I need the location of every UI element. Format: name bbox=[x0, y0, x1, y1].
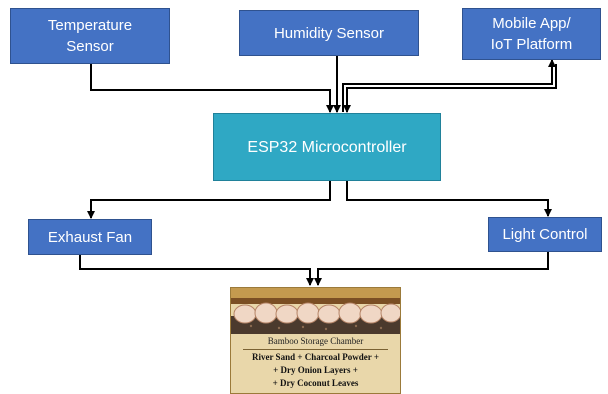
temperature-sensor-box: Temperature Sensor bbox=[10, 8, 170, 64]
bamboo-storage-chamber-image: Bamboo Storage Chamber River Sand + Char… bbox=[230, 287, 401, 394]
storage-layer-line-2: + Dry Onion Layers + bbox=[273, 365, 358, 375]
storage-chamber-title: Bamboo Storage Chamber bbox=[267, 336, 364, 346]
arrow-esp32-to-mobile bbox=[342, 59, 556, 112]
exhaust-fan-box: Exhaust Fan bbox=[28, 219, 152, 255]
storage-divider bbox=[243, 349, 388, 350]
humidity-sensor-box: Humidity Sensor bbox=[239, 10, 419, 56]
arrow-light-control-to-storage bbox=[314, 252, 549, 286]
storage-layer-line-3: + Dry Coconut Leaves bbox=[272, 378, 359, 388]
mobile-app-iot-platform-box: Mobile App/ IoT Platform bbox=[462, 8, 601, 60]
light-control-box: Light Control bbox=[488, 217, 602, 252]
esp32-microcontroller-box: ESP32 Microcontroller bbox=[213, 113, 441, 181]
arrow-mobile-to-esp32 bbox=[343, 64, 557, 113]
onion-layer-illustration bbox=[231, 288, 400, 334]
storage-layer-line-1: River Sand + Charcoal Powder + bbox=[251, 352, 379, 362]
arrow-esp32-to-exhaust-fan bbox=[87, 181, 331, 219]
arrow-esp32-to-light-control bbox=[346, 181, 552, 217]
arrow-exhaust-fan-to-storage bbox=[79, 255, 314, 286]
arrow-temperature-to-esp32 bbox=[90, 64, 334, 113]
